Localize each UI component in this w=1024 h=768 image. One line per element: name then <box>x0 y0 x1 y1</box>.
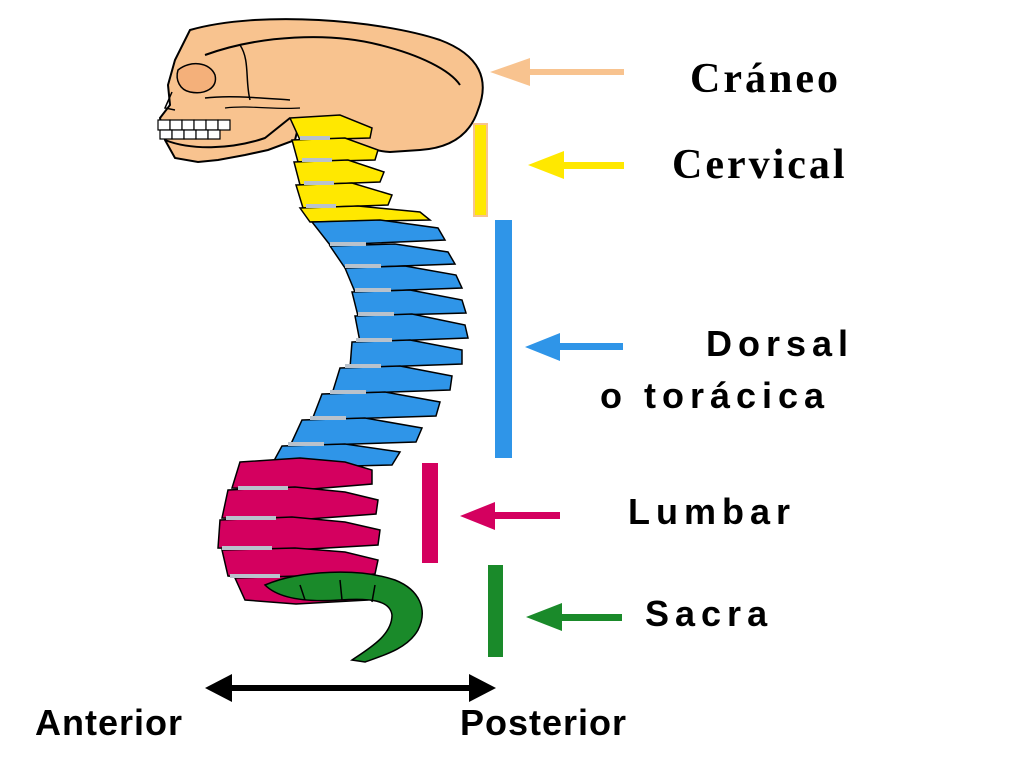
anterior-posterior-axis <box>205 674 496 702</box>
label-dorsal-line2: o torácica <box>600 375 830 416</box>
cervical-vertebrae <box>288 114 433 223</box>
cervical-bar <box>473 123 488 217</box>
cervical-arrow <box>528 151 624 179</box>
label-cervical: Cervical <box>672 142 848 188</box>
sacrum <box>263 571 423 663</box>
region-bars <box>422 123 512 657</box>
craneo-arrow <box>490 58 624 86</box>
sacra-bar <box>488 565 503 657</box>
pointer-arrows <box>460 58 624 631</box>
sacra-arrow <box>526 603 622 631</box>
label-craneo: Cráneo <box>690 56 841 102</box>
lumbar-bar <box>422 463 438 563</box>
dorsal-arrow <box>525 333 623 361</box>
label-posterior: Posterior <box>460 702 627 743</box>
label-lumbar: Lumbar <box>628 491 796 532</box>
dorsal-bar <box>495 220 512 458</box>
skull <box>157 18 484 164</box>
label-dorsal-line1: Dorsal <box>706 323 854 364</box>
dorsal-vertebrae <box>268 219 469 469</box>
label-anterior: Anterior <box>35 702 183 743</box>
label-sacra: Sacra <box>645 593 773 634</box>
lumbar-arrow <box>460 502 560 530</box>
